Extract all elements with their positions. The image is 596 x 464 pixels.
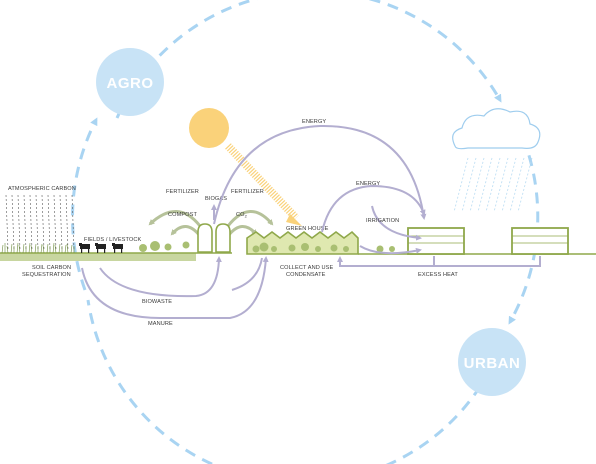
biogas-digester-icon xyxy=(196,223,232,254)
grass-icon xyxy=(1,242,75,254)
collect-label-line1: COLLECT AND USE xyxy=(280,265,333,271)
fertilizer-right-label: FERTILIZER xyxy=(231,189,264,195)
excess-heat-label: EXCESS HEAT xyxy=(418,272,458,278)
greenhouse-icon xyxy=(246,230,359,255)
urban-building-2 xyxy=(511,227,569,255)
manure-label: MANURE xyxy=(148,321,173,327)
co2-label: CO2 xyxy=(236,212,248,219)
soil-carbon-label-line2: SEQUESTRATION xyxy=(22,272,71,278)
biowaste-flow xyxy=(81,256,269,319)
urban-zone-badge: URBAN xyxy=(458,328,526,396)
compost-label: COMPOST xyxy=(168,212,197,218)
energy-flow xyxy=(213,124,427,255)
atmospheric-carbon-label: ATMOSPHERIC CARBON xyxy=(8,186,76,192)
irrigation-label: IRRIGATION xyxy=(366,218,399,224)
fields-livestock-label: FIELDS / LIVESTOCK xyxy=(84,237,142,243)
fertilizer-left-label: FERTILIZER xyxy=(166,189,199,195)
agro-zone-badge: AGRO xyxy=(96,48,164,116)
energy-top-label: ENERGY xyxy=(302,119,326,125)
biowaste-label: BIOWASTE xyxy=(142,299,172,305)
atmospheric-carbon-lines xyxy=(5,194,75,251)
soil-carbon-label-line1: SOIL CARBON xyxy=(32,265,71,271)
bushes-left-icon xyxy=(139,241,190,252)
fields-ground xyxy=(0,252,196,261)
cloud-rain-icon xyxy=(452,108,541,213)
agro-label: AGRO xyxy=(107,75,154,92)
urban-building-2-floors xyxy=(512,235,568,244)
excess-heat-flow xyxy=(337,256,541,267)
collect-label-line2: CONDENSATE xyxy=(286,272,326,278)
energy-mid-label: ENERGY xyxy=(356,181,380,187)
livestock-icon xyxy=(79,243,123,253)
urban-label: URBAN xyxy=(464,355,521,372)
green-house-label: GREEN HOUSE xyxy=(286,226,329,232)
sun-icon xyxy=(189,108,302,226)
biogas-label: BIOGAS xyxy=(205,196,227,202)
